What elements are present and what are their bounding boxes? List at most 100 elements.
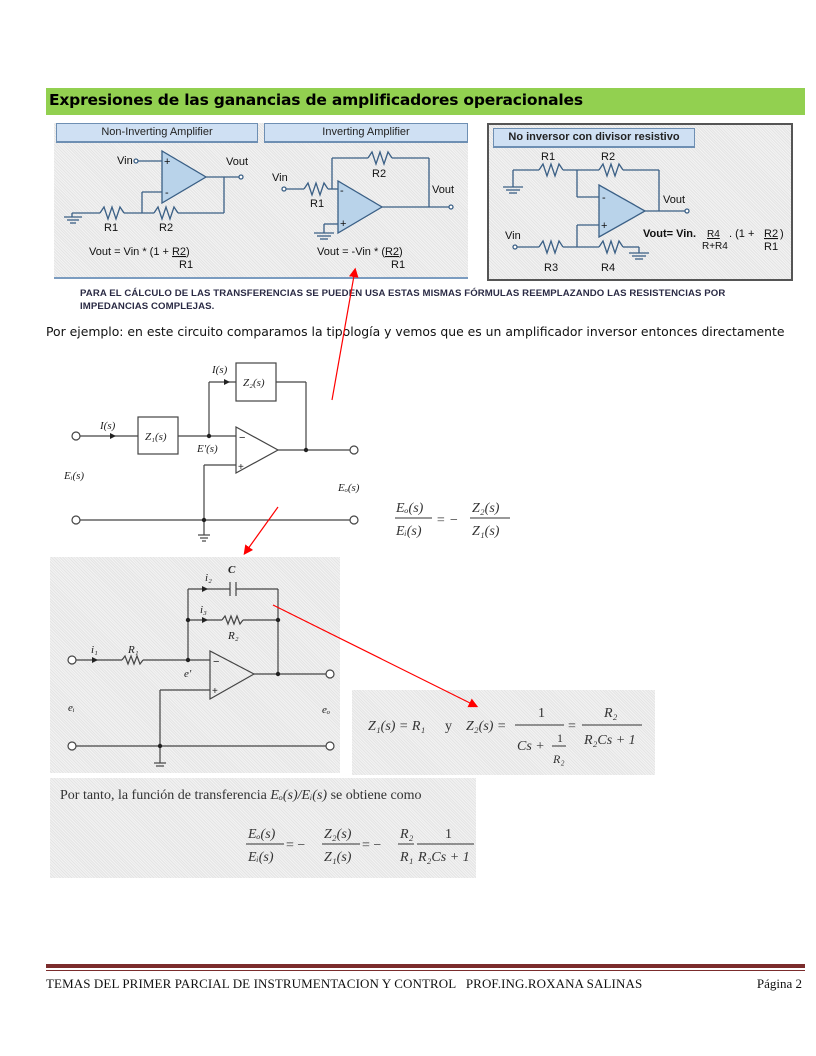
divider-panel: No inversor con divisor resistivo -+ R1 xyxy=(487,123,793,281)
ni-formula-den: R1 xyxy=(179,259,193,271)
generic-opamp xyxy=(235,425,280,475)
svg-text:+: + xyxy=(340,218,346,230)
svg-text:Z₁(s) = R₁: Z₁(s) = R₁ xyxy=(368,719,425,734)
inv-r1-label: R1 xyxy=(310,198,324,210)
generic-inverting-circuit: − + I(s) I(s) Z₁(s) Z₂(s) E'(s) Eᵢ(s) Eₒ… xyxy=(63,362,360,542)
ei-label: eᵢ xyxy=(68,702,75,714)
svg-text:Cs +: Cs + xyxy=(517,739,545,754)
impedance-note: PARA EL CÁLCULO DE LAS TRANSFERENCIAS SE… xyxy=(80,287,800,313)
inv-vout-label: Vout xyxy=(432,184,454,196)
i2-label: i₂ xyxy=(205,572,212,584)
svg-text:Z₂(s) =: Z₂(s) = xyxy=(466,719,506,734)
div-vin-label: Vin xyxy=(505,230,521,242)
i-fb-label: I(s) xyxy=(211,364,228,376)
footer-title: TEMAS DEL PRIMER PARCIAL DE INSTRUMENTAC… xyxy=(46,976,643,991)
inv-formula-den: R1 xyxy=(391,259,405,271)
panel-bottom-rule xyxy=(54,277,468,279)
svg-text:R₂Cs + 1: R₂Cs + 1 xyxy=(417,850,470,865)
impedance-formula-panel: Z₁(s) = R₁ y Z₂(s) = 1 Cs + 1 R₂ = R₂ R₂… xyxy=(352,690,655,775)
page-number: Página 2 xyxy=(756,976,802,991)
z1-label: Z₁(s) xyxy=(145,431,167,443)
inv-r2-label: R2 xyxy=(372,168,386,180)
svg-text:= −: = − xyxy=(362,838,381,853)
inv-vin-label: Vin xyxy=(272,172,288,184)
ni-r1-label: R1 xyxy=(104,222,118,234)
svg-text:Eᵢ(s): Eᵢ(s) xyxy=(247,850,274,865)
r2-label: R₂ xyxy=(227,630,239,642)
div-r4-label: R4 xyxy=(601,262,615,274)
i3-label: i₃ xyxy=(200,604,207,616)
ni-vin-label: Vin xyxy=(117,155,133,167)
svg-text:Z₂(s): Z₂(s) xyxy=(324,827,352,842)
div-vout-label: Vout xyxy=(663,194,685,206)
note-line-2: IMPEDANCIAS COMPLEJAS. xyxy=(80,301,215,312)
footer-rule xyxy=(46,964,805,968)
svg-text:−: − xyxy=(213,656,219,668)
i1-label: i₁ xyxy=(91,644,98,656)
div-frac2-num: R2 xyxy=(764,228,778,240)
ei-label: Eᵢ(s) xyxy=(63,470,84,482)
svg-text:Eᵢ(s): Eᵢ(s) xyxy=(395,524,422,539)
div-formula-mid: . (1 + xyxy=(729,228,754,240)
transfer-intro: Por tanto, la función de transferencia E… xyxy=(60,788,422,803)
ni-r2-label: R2 xyxy=(159,222,173,234)
transfer-formula: Eₒ(s) Eᵢ(s) = − Z₂(s) Z₁(s) = − R₂ R₁ 1 … xyxy=(246,827,474,865)
svg-text:+: + xyxy=(164,156,170,168)
svg-text:+: + xyxy=(238,462,244,473)
div-frac2-den: R1 xyxy=(764,241,778,253)
opamp-reference-panels: Non-Inverting Amplifier Inverting Amplif… xyxy=(54,123,468,279)
transfer-function-panel: Por tanto, la función de transferencia E… xyxy=(50,778,476,878)
svg-text:R₂: R₂ xyxy=(399,827,414,842)
div-formula-main: Vout= Vin. xyxy=(643,228,696,240)
e-node-label: E'(s) xyxy=(196,443,218,455)
note-line-1: PARA EL CÁLCULO DE LAS TRANSFERENCIAS SE… xyxy=(80,288,726,299)
svg-text:R₂Cs + 1: R₂Cs + 1 xyxy=(583,733,636,748)
svg-text:Z₂(s): Z₂(s) xyxy=(472,501,500,516)
svg-text:1: 1 xyxy=(557,731,563,745)
svg-text:1: 1 xyxy=(445,827,452,842)
svg-text:-: - xyxy=(165,187,169,199)
inv-formula: Vout = -Vin * (R2) xyxy=(317,246,403,258)
svg-text:Eₒ(s): Eₒ(s) xyxy=(247,827,276,842)
rc-circuit: − + C i₂ i₃ R₂ i₁ R₁ e' eᵢ eₒ xyxy=(67,564,335,767)
rc-circuit-panel: − + C i₂ i₃ R₂ i₁ R₁ e' eᵢ eₒ xyxy=(50,557,340,773)
svg-text:R₁: R₁ xyxy=(399,850,413,865)
ni-formula: Vout = Vin * (1 + R2) xyxy=(89,246,190,258)
svg-text:R₂: R₂ xyxy=(603,706,618,721)
i-in-label: I(s) xyxy=(99,420,116,432)
svg-text:Eₒ(s): Eₒ(s) xyxy=(395,501,424,516)
non-inverting-title: Non-Inverting Amplifier xyxy=(56,123,258,143)
inverting-opamp xyxy=(337,179,384,235)
div-r2-label: R2 xyxy=(601,151,615,163)
svg-text:Z₁(s): Z₁(s) xyxy=(472,524,500,539)
opamp-schematics: + - - + Vin Vout R1 R2 Vout = Vin * (1 + R… xyxy=(64,149,454,271)
div-frac1-den: R+R4 xyxy=(702,241,728,252)
generic-transfer-formula: Eₒ(s) Eᵢ(s) = − Z₂(s) Z₁(s) xyxy=(395,501,510,539)
eo-label: eₒ xyxy=(322,704,330,716)
svg-text:1: 1 xyxy=(538,706,545,721)
svg-text:= −: = − xyxy=(286,838,305,853)
svg-text:−: − xyxy=(239,432,245,444)
svg-text:-: - xyxy=(340,185,344,197)
rc-opamp xyxy=(209,650,256,701)
impedance-formula: Z₁(s) = R₁ y Z₂(s) = 1 Cs + 1 R₂ = R₂ R₂… xyxy=(368,706,642,766)
svg-text:Z₁(s): Z₁(s) xyxy=(324,850,352,865)
div-r3-label: R3 xyxy=(544,262,558,274)
eo-label: Eₒ(s) xyxy=(337,482,360,494)
r1-label: R₁ xyxy=(127,644,139,656)
svg-text:-: - xyxy=(602,192,606,204)
section-heading-text: Expresiones de las ganancias de amplific… xyxy=(49,91,583,109)
footer-rule-thin xyxy=(46,970,805,971)
section-heading: Expresiones de las ganancias de amplific… xyxy=(46,88,805,115)
inverting-title: Inverting Amplifier xyxy=(264,123,468,143)
svg-text:+: + xyxy=(212,686,218,697)
svg-text:R₂: R₂ xyxy=(552,752,565,766)
ni-vout-label: Vout xyxy=(226,156,248,168)
div-formula-close: ) xyxy=(780,228,784,240)
e-node-label: e' xyxy=(184,668,192,680)
svg-text:=: = xyxy=(568,719,576,734)
divider-title: No inversor con divisor resistivo xyxy=(493,128,695,148)
z2-label: Z₂(s) xyxy=(243,377,265,389)
svg-text:= −: = − xyxy=(436,513,458,528)
c-label: C xyxy=(228,564,236,576)
